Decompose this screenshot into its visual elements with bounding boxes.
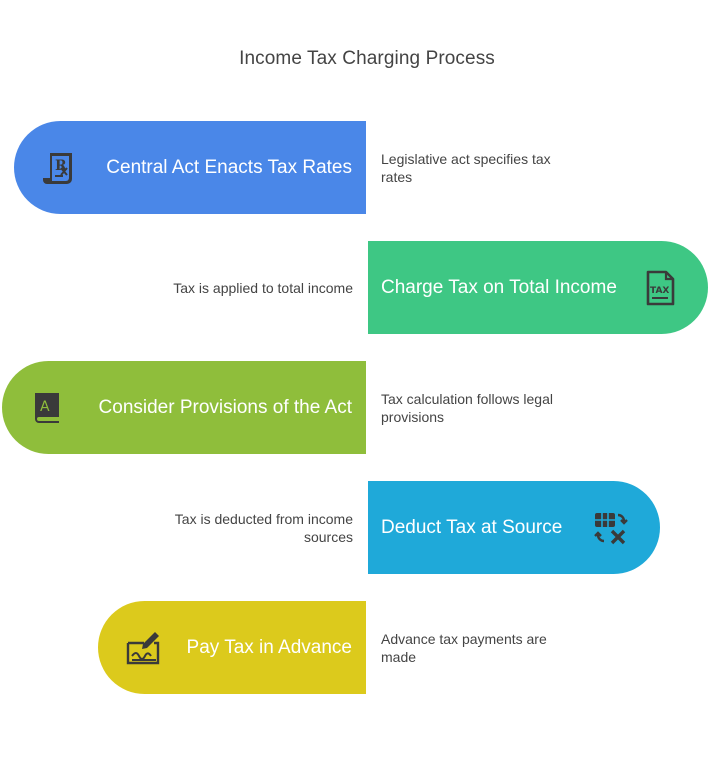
calculation-icon [592, 509, 630, 547]
step-2-label: Charge Tax on Total Income [381, 276, 617, 298]
step-3-pill: A Consider Provisions of the Act [2, 361, 366, 454]
svg-text:A: A [40, 399, 50, 415]
step-5-pill: Pay Tax in Advance [98, 601, 366, 694]
svg-text:TAX: TAX [650, 286, 669, 296]
step-1-pill: R Central Act Enacts Tax Rates [14, 121, 366, 214]
step-3-description: Tax calculation follows legal provisions [381, 391, 553, 425]
step-4-label: Deduct Tax at Source [381, 516, 563, 538]
step-5-description: Advance tax payments are made [381, 631, 547, 665]
signed-check-icon [125, 629, 163, 667]
diagram-title: Income Tax Charging Process [239, 48, 495, 69]
law-book-icon: A [29, 389, 67, 427]
step-2-description: Tax is applied to total income [173, 280, 353, 296]
step-4-description: Tax is deducted from income sources [174, 511, 353, 545]
step-1-description: Legislative act specifies tax rates [381, 151, 551, 185]
prescription-icon: R [42, 149, 80, 187]
step-4-pill: Deduct Tax at Source [368, 481, 660, 574]
step-1-label: Central Act Enacts Tax Rates [106, 156, 352, 178]
tax-document-icon: TAX [641, 269, 679, 307]
step-2-pill: Charge Tax on Total Income TAX [368, 241, 708, 334]
step-3-label: Consider Provisions of the Act [98, 396, 352, 418]
step-5-label: Pay Tax in Advance [186, 636, 352, 658]
